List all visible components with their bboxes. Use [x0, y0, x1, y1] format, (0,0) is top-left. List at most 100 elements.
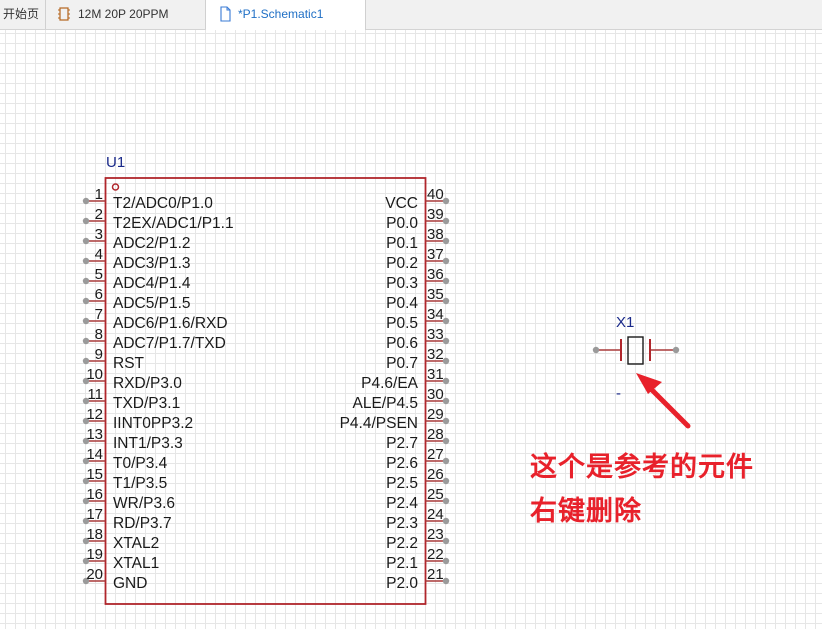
pin-end[interactable]	[82, 217, 90, 225]
pin-end[interactable]	[82, 257, 90, 265]
pin-end[interactable]	[442, 437, 450, 445]
pin-end[interactable]	[82, 377, 90, 385]
pin-end[interactable]	[82, 537, 90, 545]
pin-end[interactable]	[442, 217, 450, 225]
pin-end[interactable]	[82, 457, 90, 465]
pin-number: 21	[427, 566, 444, 583]
u1-pin-1[interactable]: 1T2/ADC0/P1.0	[82, 186, 214, 212]
pin-name: P0.5	[386, 315, 418, 332]
component-u1[interactable]: U1 1T2/ADC0/P1.02T2EX/ADC1/P1.13ADC2/P1.…	[82, 154, 450, 605]
pin-end[interactable]	[82, 557, 90, 565]
tab-schematic-library[interactable]: 12M 20P 20PPM	[46, 0, 206, 29]
pin-end[interactable]	[442, 357, 450, 365]
tab-start-page[interactable]: 开始页	[0, 0, 46, 29]
pin-number: 29	[427, 406, 444, 423]
pin-end[interactable]	[82, 517, 90, 525]
pin-end[interactable]	[442, 377, 450, 385]
pin-end[interactable]	[442, 497, 450, 505]
pin-end[interactable]	[442, 477, 450, 485]
pin-end[interactable]	[82, 357, 90, 365]
pin-end[interactable]	[442, 517, 450, 525]
pin-end[interactable]	[442, 577, 450, 585]
pin-end[interactable]	[82, 317, 90, 325]
x1-pin-right-end[interactable]	[672, 346, 680, 354]
pin-end[interactable]	[442, 237, 450, 245]
pin-name: P0.1	[386, 235, 418, 252]
pin-end[interactable]	[82, 417, 90, 425]
pin-name: P2.2	[386, 535, 418, 552]
pin-end[interactable]	[442, 457, 450, 465]
pin-number: 40	[427, 186, 444, 203]
pin-end[interactable]	[442, 417, 450, 425]
document-icon	[219, 0, 231, 40]
pin-number: 38	[427, 226, 444, 243]
pin-end[interactable]	[82, 437, 90, 445]
tab-schematic[interactable]: *P1.Schematic1	[206, 0, 366, 30]
pin-end[interactable]	[442, 257, 450, 265]
pin-end[interactable]	[82, 577, 90, 585]
pin-number: 25	[427, 486, 444, 503]
pin-end[interactable]	[442, 197, 450, 205]
pin-name: P2.0	[386, 575, 418, 592]
pin-end[interactable]	[82, 237, 90, 245]
pin-end[interactable]	[82, 277, 90, 285]
pin-end[interactable]	[82, 197, 90, 205]
pin-number: 22	[427, 546, 444, 563]
pin-end[interactable]	[82, 497, 90, 505]
pin-end[interactable]	[442, 317, 450, 325]
pin-end[interactable]	[442, 537, 450, 545]
pin-end[interactable]	[442, 277, 450, 285]
pin-end[interactable]	[442, 557, 450, 565]
x1-pin-left-end[interactable]	[592, 346, 600, 354]
pin-number: 37	[427, 246, 444, 263]
pin-end[interactable]	[82, 297, 90, 305]
pin-end[interactable]	[442, 397, 450, 405]
pin-end[interactable]	[442, 337, 450, 345]
component-x1[interactable]: X1 -	[592, 314, 680, 402]
pin-end[interactable]	[442, 297, 450, 305]
pin-end[interactable]	[82, 337, 90, 345]
pin-end[interactable]	[82, 477, 90, 485]
pin-end[interactable]	[82, 397, 90, 405]
